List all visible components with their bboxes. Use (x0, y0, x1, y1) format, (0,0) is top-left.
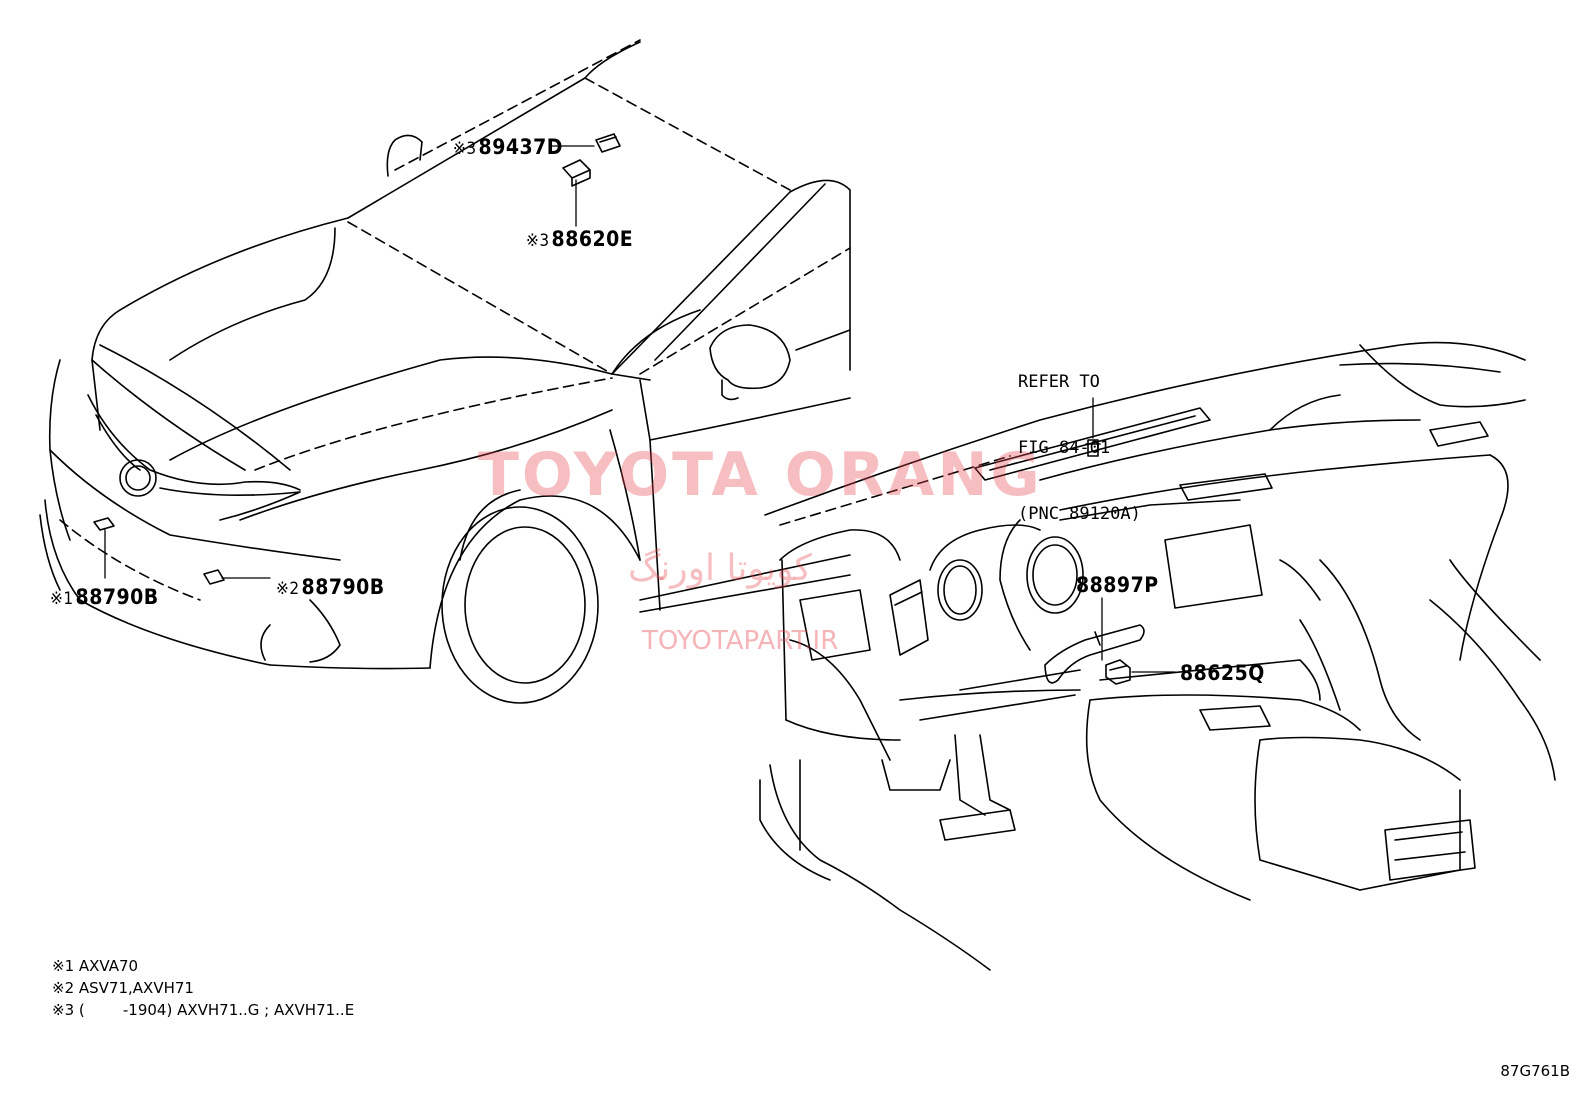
part-marker: ※1 (50, 589, 74, 609)
leader-lines-exterior (104, 145, 595, 579)
watermark-site: TOYOTAPART.IR (642, 626, 839, 656)
part-number: 88790B (75, 585, 159, 609)
watermark-persian: کویوتا اورنگ (628, 548, 812, 589)
figure-code: 87G761B (1500, 1062, 1570, 1080)
applicability-notes: ※1 AXVA70 ※2 ASV71,AXVH71 ※3 ( -1904) AX… (52, 955, 354, 1021)
part-marker: ※3 (526, 231, 550, 251)
note-3: ※3 ( -1904) AXVH71..G ; AXVH71..E (52, 1001, 355, 1019)
refer-line-2: FIG 84-01 (1018, 438, 1111, 458)
refer-line-1: REFER TO (1018, 372, 1100, 392)
exterior-parts-drawing (93, 133, 621, 585)
part-label-88620E[interactable]: ※388620E (526, 227, 633, 251)
car-exterior-drawing (39, 39, 851, 704)
refer-note[interactable]: REFER TO FIG 84-01 (PNC 89120A) (1018, 327, 1141, 547)
part-number: 88897P (1076, 573, 1159, 597)
part-number: 88625Q (1180, 661, 1265, 685)
leader-lines-interior (1092, 397, 1176, 673)
part-label-89437D[interactable]: ※389437D (453, 135, 563, 159)
interior-parts-drawing (1085, 439, 1131, 685)
part-label-88625Q[interactable]: 88625Q (1180, 661, 1265, 685)
part-label-88790B-1[interactable]: ※188790B (50, 585, 159, 609)
part-marker: ※2 (276, 579, 300, 599)
watermark-title: TOYOTA ORANG (478, 440, 1043, 510)
part-number: 89437D (478, 135, 563, 159)
refer-line-3: (PNC 89120A) (1018, 504, 1141, 524)
part-label-88897P[interactable]: 88897P (1076, 573, 1159, 597)
part-number: 88620E (551, 227, 634, 251)
part-marker: ※3 (453, 139, 477, 159)
part-label-88790B-2[interactable]: ※288790B (276, 575, 385, 599)
part-number: 88790B (301, 575, 385, 599)
note-1: ※1 AXVA70 (52, 957, 139, 975)
note-2: ※2 ASV71,AXVH71 (52, 979, 194, 997)
car-interior-drawing (759, 341, 1556, 971)
